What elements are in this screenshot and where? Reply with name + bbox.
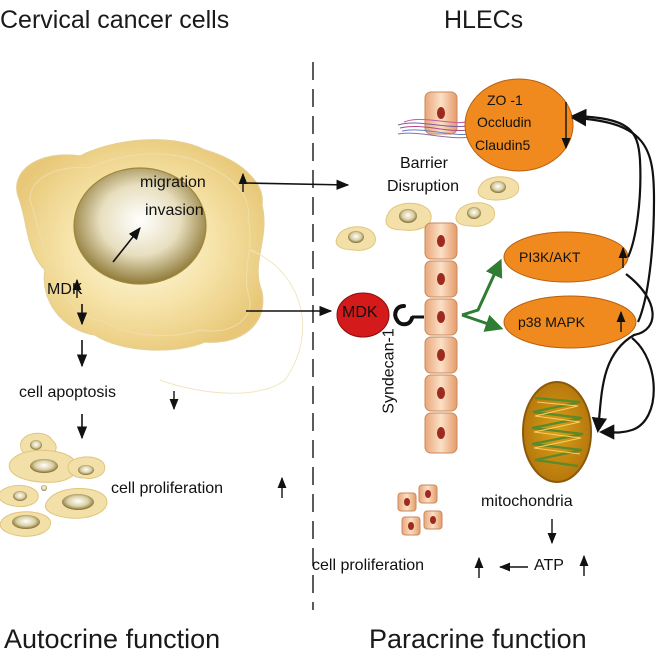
mdk-red-oval — [336, 292, 390, 338]
label-migration: migration — [140, 174, 206, 191]
label-zo1: ZO -1 — [487, 92, 523, 108]
header-left: Cervical cancer cells — [0, 6, 230, 34]
label-atp: ATP — [534, 557, 564, 574]
label-cell-proliferation-right: cell proliferation — [312, 557, 425, 574]
footer-right: Paracrine function — [369, 624, 587, 654]
label-occludin: Occludin — [477, 114, 532, 130]
endothelial-column — [424, 91, 458, 454]
header-right: HLECs — [444, 6, 524, 34]
label-cell-apoptosis: cell apoptosis — [19, 384, 116, 401]
label-invasion: invasion — [145, 202, 204, 219]
label-cell-proliferation-left: cell proliferation — [111, 480, 224, 497]
label-barrier: Barrier — [400, 155, 449, 172]
label-p38-mapk: p38 MAPK — [518, 314, 585, 330]
p38-oval — [503, 295, 637, 349]
regulation-arrows — [72, 102, 628, 578]
atp-arrows — [498, 519, 557, 572]
free-cancer-cells — [335, 176, 520, 251]
label-syndecan: Syndecan-1 — [380, 328, 398, 414]
label-pi3k-akt: PI3K/AKT — [519, 249, 581, 265]
left-arrows — [76, 179, 350, 440]
feedback-arrows — [570, 108, 656, 440]
label-mdk-left: MDK — [47, 281, 83, 298]
label-disruption: Disruption — [387, 178, 460, 195]
cancer-cell — [16, 139, 304, 394]
label-mitochondria: mitochondria — [481, 493, 573, 510]
cancer-nucleus — [73, 167, 207, 285]
mitochondrion — [522, 381, 592, 483]
green-arrows — [461, 258, 504, 332]
small-cancer-cells — [0, 432, 108, 537]
syndecan-receptor-icon — [393, 304, 414, 327]
label-mdk-right: MDK — [342, 304, 378, 321]
hlec-proliferation-cells — [397, 484, 443, 536]
footer-left: Autocrine function — [4, 624, 221, 654]
label-claudin5: Claudin5 — [475, 137, 531, 153]
